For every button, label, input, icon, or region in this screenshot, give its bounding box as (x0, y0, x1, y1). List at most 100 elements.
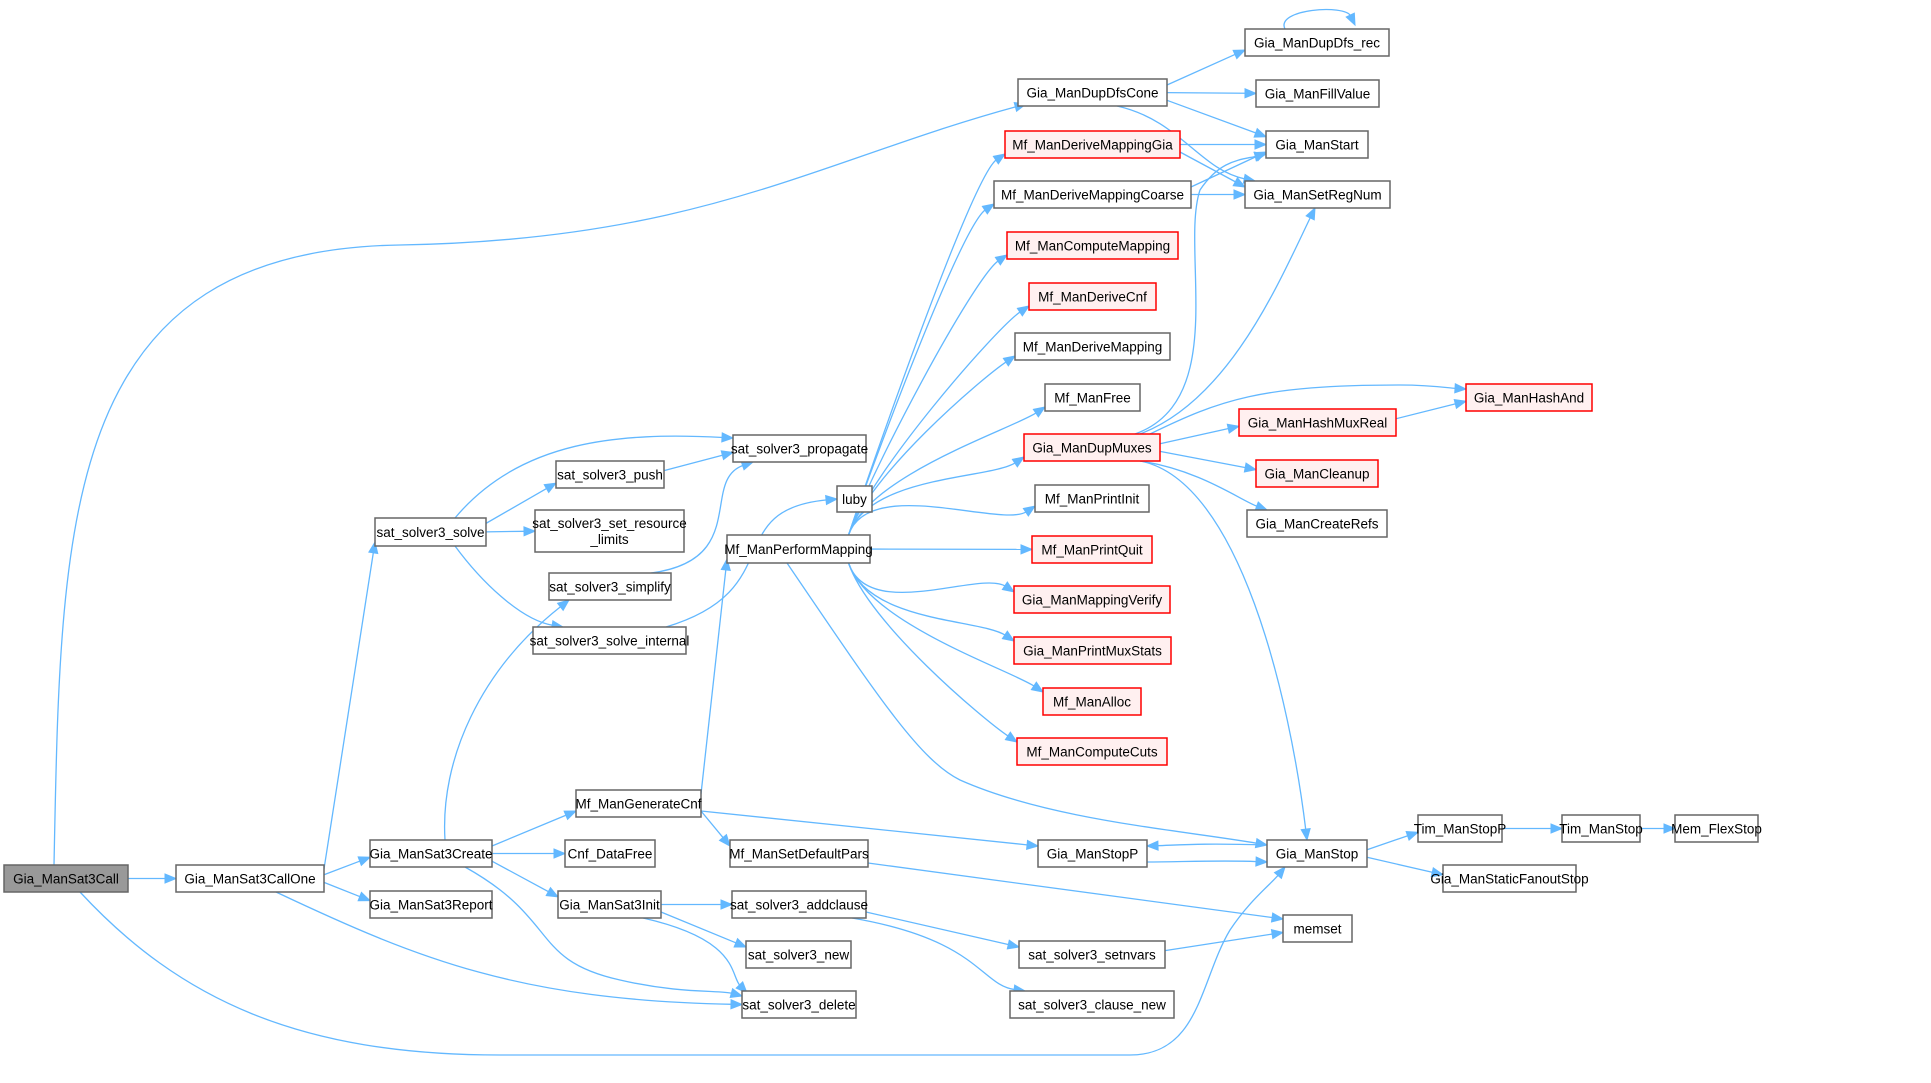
node-Mf_ManSetDefaultPars[interactable]: Mf_ManSetDefaultPars (729, 839, 869, 868)
edge-line (1134, 155, 1257, 435)
node-Gia_ManStaticFanoutStop[interactable]: Gia_ManStaticFanoutStop (1430, 864, 1589, 893)
node-Gia_ManSetRegNum[interactable]: Gia_ManSetRegNum (1244, 180, 1391, 209)
edge-Mf_ManPerformMapping-to-Gia_ManStop (786, 562, 1269, 849)
edge-line (79, 874, 1280, 1056)
edge-Gia_ManHashMuxReal-to-Gia_ManHashAnd (1395, 398, 1468, 420)
node-label: Gia_ManSat3CallOne (184, 872, 315, 887)
edge-line (1366, 834, 1409, 851)
node-Cnf_DataFree[interactable]: Cnf_DataFree (564, 839, 656, 868)
node-label: Gia_ManDupDfs_rec (1254, 36, 1380, 51)
node-Mem_FlexStop[interactable]: Mem_FlexStop (1671, 814, 1762, 843)
node-box (1255, 79, 1380, 108)
edge-arrowhead (981, 203, 996, 215)
edge-line (323, 551, 375, 870)
edge-arrowhead (720, 899, 734, 910)
node-box (836, 485, 873, 513)
edge-Gia_ManDupMuxes-to-Gia_ManHashMuxReal (1159, 423, 1241, 445)
edge-Mf_ManSetDefaultPars-to-memset (867, 862, 1285, 923)
edge-arrowhead (1405, 831, 1420, 841)
edge-line (454, 545, 554, 627)
node-label: Mf_ManPrintQuit (1041, 543, 1143, 558)
node-sat_solver3_set_resource_limits[interactable]: sat_solver3_set_resource_limits (532, 509, 687, 553)
node-box (1006, 231, 1179, 260)
node-sat_solver3_setnvars[interactable]: sat_solver3_setnvars (1018, 940, 1166, 969)
edge-line (847, 562, 1007, 636)
edge-line (1283, 8, 1352, 30)
node-sat_solver3_new[interactable]: sat_solver3_new (745, 940, 852, 969)
node-sat_solver3_addclause[interactable]: sat_solver3_addclause (730, 890, 868, 919)
node-Mf_ManPrintInit[interactable]: Mf_ManPrintInit (1034, 484, 1150, 513)
node-label: Gia_ManMappingVerify (1022, 593, 1163, 608)
node-label: Mf_ManDeriveMapping (1023, 340, 1163, 355)
node-sat_solver3_delete[interactable]: sat_solver3_delete (741, 990, 857, 1019)
node-box (1013, 636, 1172, 665)
node-sat_solver3_clause_new[interactable]: sat_solver3_clause_new (1009, 990, 1175, 1019)
node-sat_solver3_simplify[interactable]: sat_solver3_simplify (548, 572, 672, 601)
node-label: Gia_ManCreateRefs (1255, 517, 1378, 532)
node-Gia_ManMappingVerify[interactable]: Gia_ManMappingVerify (1013, 585, 1171, 614)
node-Gia_ManCleanup[interactable]: Gia_ManCleanup (1255, 459, 1379, 488)
edge-line (865, 911, 1010, 946)
edge-arrowhead (1233, 189, 1247, 200)
node-Mf_ManPerformMapping[interactable]: Mf_ManPerformMapping (724, 534, 873, 564)
node-box (534, 509, 685, 553)
edge-Gia_ManSat3Call-to-Gia_ManSat3CallOne (128, 873, 178, 884)
node-sat_solver3_solve[interactable]: sat_solver3_solve (374, 517, 487, 547)
node-Mf_ManGenerateCnf[interactable]: Mf_ManGenerateCnf (575, 789, 702, 818)
edge-line (700, 568, 727, 795)
edge-line (650, 464, 744, 574)
node-box (1018, 940, 1166, 969)
node-Tim_ManStopP[interactable]: Tim_ManStopP (1414, 814, 1507, 843)
node-Gia_ManSat3Init[interactable]: Gia_ManSat3Init (557, 890, 662, 919)
edge-Gia_ManSat3Call-to-Gia_ManStop (79, 865, 1286, 1056)
node-luby[interactable]: luby (836, 485, 873, 513)
node-Mf_ManFree[interactable]: Mf_ManFree (1044, 383, 1141, 412)
node-Gia_ManSat3Report[interactable]: Gia_ManSat3Report (369, 890, 493, 919)
node-label: sat_solver3_addclause (730, 898, 868, 913)
node-label: Mf_ManSetDefaultPars (729, 847, 869, 862)
node-Mf_ManComputeMapping[interactable]: Mf_ManComputeMapping (1006, 231, 1179, 260)
node-Gia_ManSat3CallOne[interactable]: Gia_ManSat3CallOne (175, 864, 325, 893)
node-Gia_ManFillValue[interactable]: Gia_ManFillValue (1255, 79, 1380, 108)
node-sat_solver3_push[interactable]: sat_solver3_push (555, 460, 665, 489)
node-label: Gia_ManCleanup (1264, 467, 1369, 482)
node-Gia_ManStopP[interactable]: Gia_ManStopP (1037, 839, 1148, 868)
node-Mf_ManDeriveCnf[interactable]: Mf_ManDeriveCnf (1028, 282, 1157, 311)
node-Mf_ManDeriveMappingCoarse[interactable]: Mf_ManDeriveMappingCoarse (993, 180, 1192, 209)
node-Gia_ManSat3Create[interactable]: Gia_ManSat3Create (369, 839, 493, 868)
edge-arrowhead (1030, 681, 1045, 693)
edge-arrowhead (721, 432, 735, 443)
node-Mf_ManDeriveMapping[interactable]: Mf_ManDeriveMapping (1014, 332, 1171, 361)
edge-line (491, 814, 568, 847)
edge-arrowhead (1022, 505, 1037, 517)
edge-Mf_ManPerformMapping-to-Gia_ManPrintMuxStats (847, 562, 1016, 642)
node-Mf_ManComputeCuts[interactable]: Mf_ManComputeCuts (1016, 737, 1168, 766)
node-Mf_ManPrintQuit[interactable]: Mf_ManPrintQuit (1031, 535, 1153, 564)
node-Gia_ManSat3Call[interactable]: Gia_ManSat3Call (3, 864, 129, 893)
node-box (1042, 687, 1142, 716)
node-Mf_ManDeriveMappingGia[interactable]: Mf_ManDeriveMappingGia (1004, 130, 1181, 159)
node-sat_solver3_solve_internal[interactable]: sat_solver3_solve_internal (530, 626, 690, 655)
edge-Gia_ManDupDfsCone-to-Gia_ManFillValue (1166, 88, 1258, 99)
node-label: Gia_ManStaticFanoutStop (1430, 872, 1588, 887)
node-Gia_ManCreateRefs[interactable]: Gia_ManCreateRefs (1246, 509, 1388, 538)
node-Gia_ManDupDfsCone[interactable]: Gia_ManDupDfsCone (1017, 78, 1168, 107)
edge-arrowhead (1226, 423, 1241, 434)
node-Gia_ManDupMuxes[interactable]: Gia_ManDupMuxes (1023, 433, 1161, 462)
node-label: Gia_ManSetRegNum (1253, 188, 1381, 203)
node-Gia_ManStop[interactable]: Gia_ManStop (1266, 839, 1368, 868)
node-Tim_ManStop[interactable]: Tim_ManStop (1559, 814, 1643, 843)
edge-Gia_ManDupDfsCone-to-Gia_ManDupDfs_rec (1166, 49, 1247, 86)
node-sat_solver3_propagate[interactable]: sat_solver3_propagate (731, 434, 868, 463)
edge-Mf_ManPerformMapping-to-Mf_ManFree (847, 406, 1047, 536)
node-Gia_ManPrintMuxStats[interactable]: Gia_ManPrintMuxStats (1013, 636, 1172, 665)
node-Gia_ManStart[interactable]: Gia_ManStart (1265, 130, 1369, 159)
node-Gia_ManHashAnd[interactable]: Gia_ManHashAnd (1465, 383, 1593, 412)
node-memset[interactable]: memset (1282, 914, 1353, 943)
node-Mf_ManAlloc[interactable]: Mf_ManAlloc (1042, 687, 1142, 716)
node-Gia_ManDupDfs_rec[interactable]: Gia_ManDupDfs_rec (1244, 28, 1390, 57)
node-box (729, 839, 869, 868)
edge-arrowhead (1254, 139, 1268, 150)
node-Gia_ManHashMuxReal[interactable]: Gia_ManHashMuxReal (1238, 408, 1397, 437)
